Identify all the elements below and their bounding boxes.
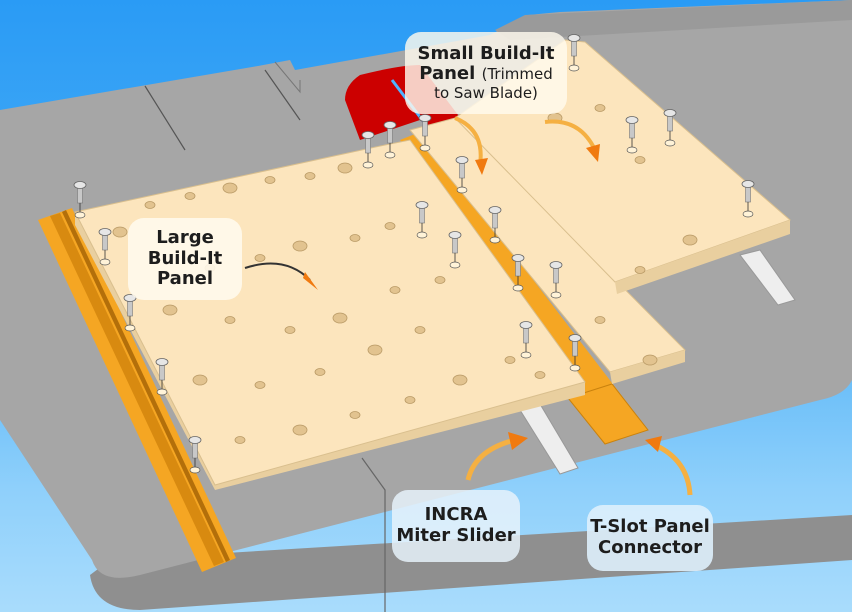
panel-hole: [112, 226, 128, 238]
arrow-small-panel: [544, 119, 597, 151]
callout-tslot-panel-connector: T-Slot Panel Connector: [587, 505, 713, 571]
screw: [455, 156, 469, 194]
panel-hole: [404, 396, 416, 404]
panel-hole: [162, 304, 178, 316]
left-tslot-track: [38, 208, 236, 572]
miter-slider-far: [739, 249, 796, 306]
arrow-miter-slider: [465, 437, 516, 481]
panel-hole: [682, 234, 698, 246]
panel-hole: [304, 172, 316, 180]
panel-hole: [594, 316, 606, 324]
arrow-head-orange: [586, 144, 600, 162]
panel-hole: [434, 276, 446, 284]
panel-hole: [224, 316, 236, 324]
panel-hole: [184, 192, 196, 200]
screw: [361, 131, 375, 169]
panel-hole: [389, 286, 401, 294]
panel-hole: [284, 326, 296, 334]
panel-hole: [332, 312, 348, 324]
screw: [448, 231, 462, 269]
screw: [155, 358, 169, 396]
callout-line: Small Build-It: [417, 42, 555, 64]
panel-hole: [192, 374, 208, 386]
callout-line: Miter Slider: [396, 525, 516, 546]
screw: [383, 121, 397, 159]
small-panel-strip: [409, 117, 686, 384]
panel-hole: [337, 162, 353, 174]
panel-hole: [367, 344, 383, 356]
table-wing: [495, 0, 852, 40]
panel-hole: [384, 222, 396, 230]
screw: [73, 181, 87, 219]
panel-hole: [314, 368, 326, 376]
screw: [567, 34, 581, 72]
tslot-connector: [400, 132, 648, 444]
screw: [625, 116, 639, 154]
panel-hole: [222, 182, 238, 194]
panel-hole: [452, 374, 468, 386]
screw: [98, 228, 112, 266]
panel-hole: [414, 326, 426, 334]
screw: [741, 180, 755, 218]
panel-holes: [112, 104, 698, 444]
arrow-head-orange: [508, 432, 528, 450]
panel-hole: [594, 104, 606, 112]
panel-hole: [234, 436, 246, 444]
panel-hole: [144, 201, 156, 209]
screw: [519, 321, 533, 359]
panel-hole: [254, 381, 266, 389]
arrow-head-orange: [303, 272, 318, 290]
screw: [188, 436, 202, 474]
callout-note: (Trimmed: [481, 65, 553, 84]
callout-line: Panel: [156, 268, 214, 290]
callout-line: INCRA: [424, 504, 488, 526]
callout-incra-miter-slider: INCRA Miter Slider: [392, 490, 520, 562]
arrow-head-orange: [475, 158, 488, 175]
callout-line: Panel (Trimmed: [419, 64, 552, 85]
callout-large-build-it-panel: Large Build-It Panel: [128, 218, 242, 300]
callout-line: T-Slot Panel: [590, 516, 710, 538]
table-seam: [144, 85, 186, 151]
screw: [568, 334, 582, 372]
callout-word: Panel: [419, 63, 476, 85]
panel-hole: [292, 240, 308, 252]
panel-hole: [634, 266, 646, 274]
callout-small-build-it-panel: Small Build-It Panel (Trimmed to Saw Bla…: [405, 32, 567, 114]
callout-line: Build-It: [147, 247, 223, 269]
arrow-head-orange: [645, 436, 662, 452]
arrow-tslot-connector: [653, 442, 693, 496]
panel-hole: [504, 356, 516, 364]
callout-line: Large: [156, 226, 214, 248]
tslot-connector-end: [567, 383, 649, 445]
panel-hole: [292, 424, 308, 436]
screw: [511, 254, 525, 292]
panel-hole: [349, 411, 361, 419]
panel-hole: [642, 354, 658, 366]
table-seam: [264, 69, 301, 121]
table-seam: [361, 457, 386, 612]
screw: [123, 294, 137, 332]
table-seam: [274, 61, 301, 94]
screw: [488, 206, 502, 244]
callout-note: to Saw Blade): [434, 84, 538, 103]
panel-hole: [254, 254, 266, 262]
screws: [73, 34, 755, 474]
screw: [663, 109, 677, 147]
panel-hole: [349, 234, 361, 242]
callout-arrows: [244, 116, 693, 496]
callout-line: Connector: [598, 537, 702, 558]
panel-hole: [534, 371, 546, 379]
panel-hole: [634, 156, 646, 164]
screw: [549, 261, 563, 299]
screw: [415, 201, 429, 239]
panel-hole: [264, 176, 276, 184]
screw: [418, 114, 432, 152]
